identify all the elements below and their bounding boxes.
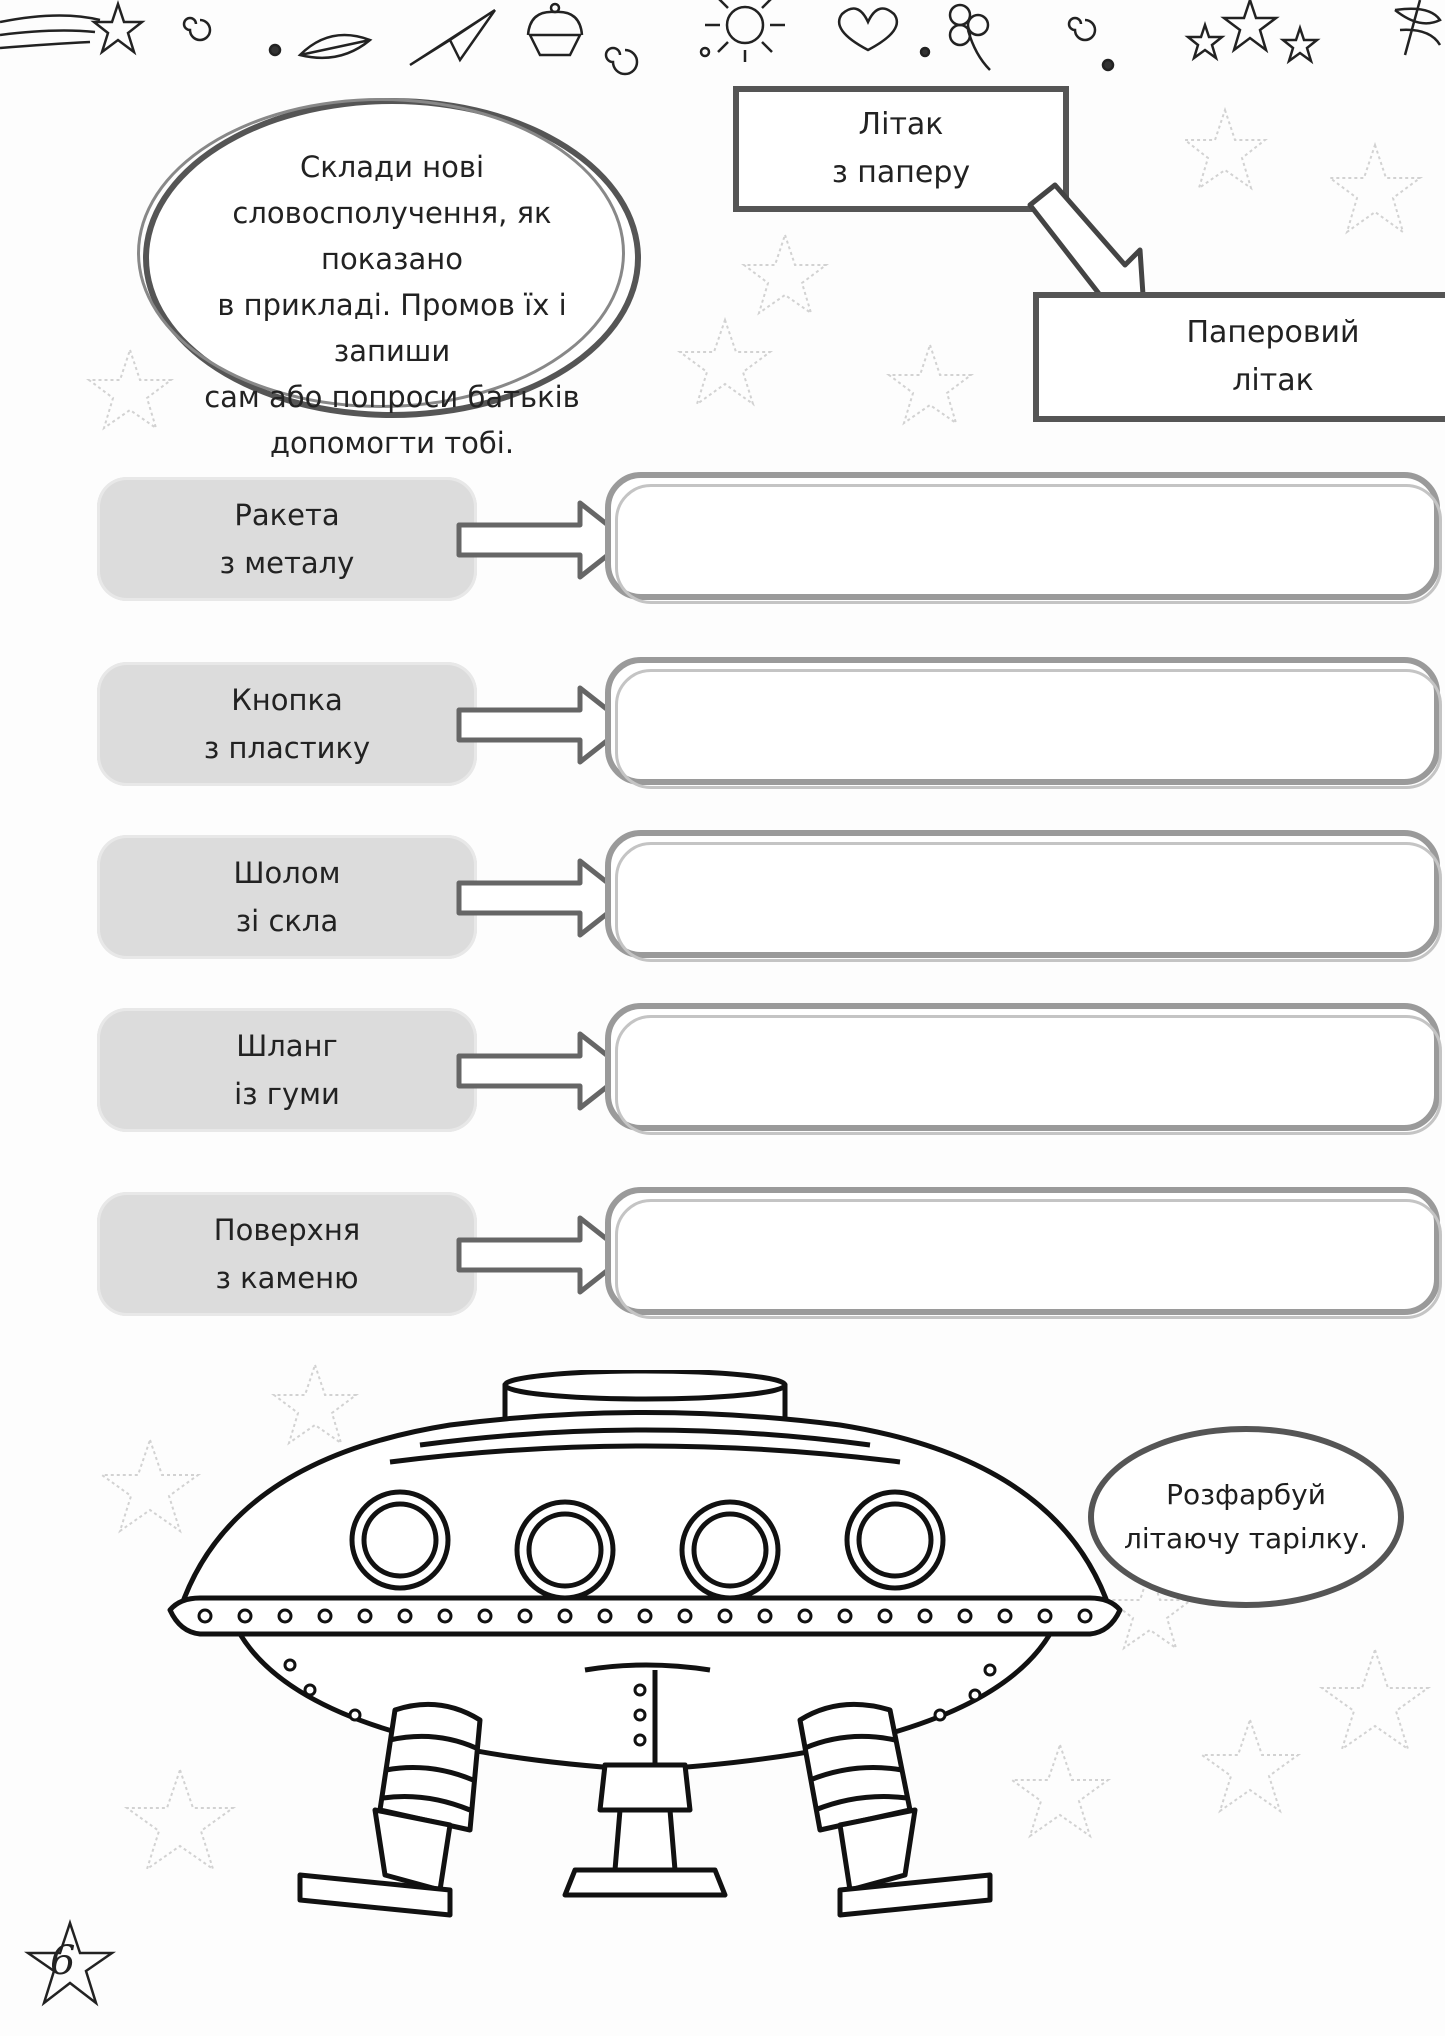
page-number-star-icon [23,1919,117,2007]
example-result-line: Паперовий [1186,315,1360,350]
top-doodle-border [0,0,1442,76]
star-icon [886,341,974,426]
star-icon [1008,1741,1112,1839]
answer-field[interactable] [605,1003,1442,1135]
paper-plane-icon [409,8,497,67]
instruction-line: словосполучення, як показано [232,196,552,276]
phrase-pill: Шланг із гуми [97,1008,477,1132]
coloring-task-line: Розфарбуй [1166,1478,1326,1511]
sun-icon [705,0,785,62]
star-icon [676,316,774,407]
answer-field[interactable] [605,472,1442,604]
comet-icon [0,0,146,56]
phrase-pill: Поверхня з каменю [97,1192,477,1316]
instruction-line: сам або попроси батьків [204,380,580,414]
leaf-icon [297,33,373,60]
row-arrow [456,1215,630,1295]
phrase-line: з каменю [215,1261,359,1295]
phrase-line: з пластику [203,731,371,765]
phrase-line: зі скла [235,904,339,938]
phrase-line: Кнопка [231,683,343,717]
phrase-line: Шолом [233,856,341,890]
star-icon [1220,0,1280,54]
clover-icon [948,3,991,71]
coloring-task-oval: Розфарбуй літаючу тарілку. [1088,1426,1404,1608]
coloring-task-line: літаючу тарілку. [1123,1522,1369,1555]
row-arrow [456,500,630,580]
instruction-text: Склади нові словосполучення, як показано… [179,144,605,466]
phrase-line: Шланг [236,1029,338,1063]
instruction-line: в прикладі. Промов їх і запиши [217,288,567,368]
example-source-line: Літак [858,107,944,142]
swirl-icon [604,46,639,76]
swirl-icon [1067,16,1097,42]
row-arrow [456,685,630,765]
phrase-pill: Кнопка з пластику [97,662,477,786]
phrase-line: Ракета [234,498,340,532]
phrase-pill: Шолом зі скла [97,835,477,959]
star-icon [1106,1566,1194,1651]
answer-field[interactable] [605,1187,1442,1319]
instruction-line: Склади нові [299,150,485,184]
instruction-line: допомогти тобі. [269,426,515,460]
dragonfly-icon [1394,0,1442,56]
phrase-line: Поверхня [213,1213,361,1247]
star-icon [1198,1716,1302,1814]
cupcake-icon [526,2,584,57]
phrase-pill: Ракета з металу [97,477,477,601]
star-icon [86,346,174,431]
star-icon [1184,21,1226,62]
phrase-line: з металу [219,546,355,580]
star-icon [271,1361,359,1446]
star-icon [1318,1646,1432,1752]
ufo-illustration [167,1370,1123,1918]
swirl-icon [182,16,212,42]
example-result-box: Паперовий літак [1033,292,1445,422]
example-source-line: з паперу [831,155,971,190]
star-icon [1326,141,1424,235]
star-icon [1279,24,1321,65]
instruction-oval: Склади нові словосполучення, як показано… [137,98,641,460]
heart-icon [837,7,899,52]
star-icon [98,1436,202,1534]
phrase-line: із гуми [234,1077,340,1111]
star-icon [123,1766,237,1872]
row-arrow [456,1031,630,1111]
example-source-box: Літак з паперу [733,86,1069,212]
page-number: 6 [50,1938,76,1984]
example-result-line: літак [1232,363,1314,398]
star-icon [741,231,829,316]
row-arrow [456,858,630,938]
star-icon [1182,106,1268,191]
answer-field[interactable] [605,657,1442,789]
answer-field[interactable] [605,830,1442,962]
